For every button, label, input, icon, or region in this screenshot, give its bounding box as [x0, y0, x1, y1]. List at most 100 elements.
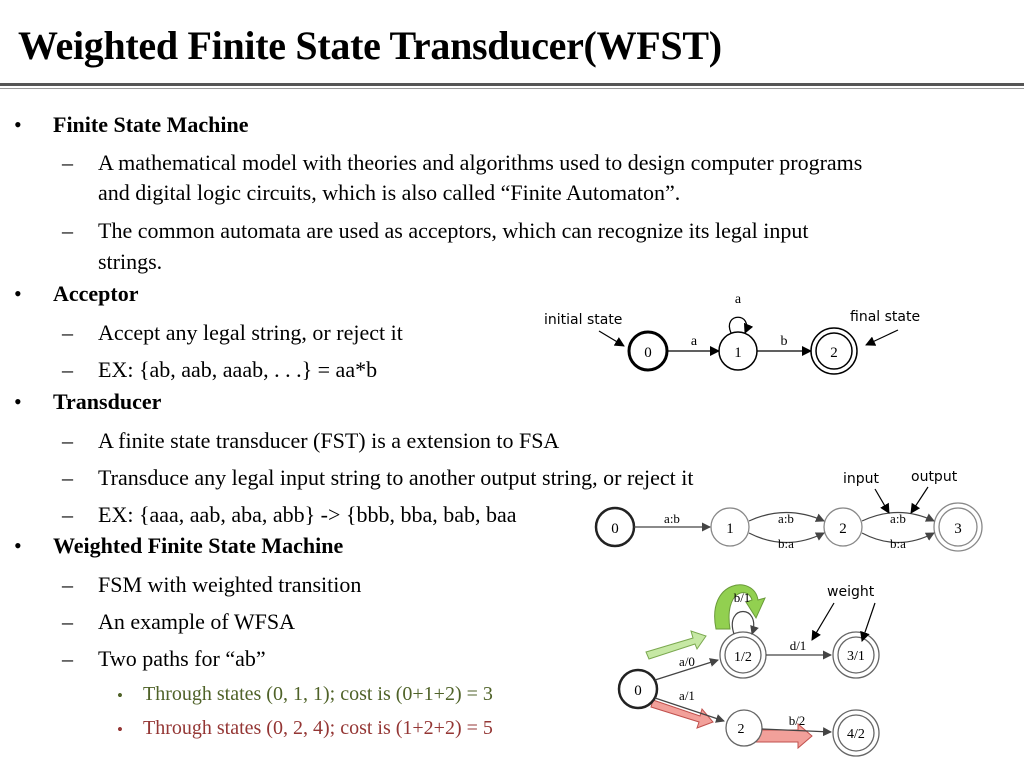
arc-label: b:a: [890, 536, 906, 551]
arc-label: d/1: [790, 638, 807, 653]
state-label: 1: [734, 345, 742, 361]
annotation-arrow: [874, 488, 890, 514]
state-3-inner: [938, 507, 978, 547]
heading-text: Finite State Machine: [53, 112, 249, 137]
item-text: and digital logic circuits, which is als…: [98, 180, 681, 205]
heading-text: Transducer: [53, 389, 162, 414]
annotation-arrow: [910, 486, 929, 514]
state-label: 0: [644, 345, 652, 361]
dash: –: [62, 320, 73, 345]
annotation-arrow: [598, 330, 625, 347]
bullet: •: [14, 112, 22, 137]
dash: –: [62, 428, 73, 453]
bullet: •: [14, 281, 22, 306]
dash: –: [62, 150, 73, 175]
title-divider: [0, 83, 1024, 86]
arc-label: b:a: [778, 536, 794, 551]
bullet: •: [117, 720, 123, 739]
wfsa-diagram: 0 1/2 2 3/1 4/2 a/0 a/1 b/1 d/1 b/2 weig…: [617, 584, 880, 757]
arc-a-0-2: [654, 697, 725, 723]
annotation-weight: weight: [827, 584, 875, 600]
item-text: EX: {ab, aab, aaab, . . .} = aa*b: [98, 357, 378, 382]
item-text: A mathematical model with theories and a…: [98, 150, 863, 175]
state-1-inner: [724, 636, 762, 674]
dash: –: [62, 465, 73, 490]
arc-2-3-b: [861, 532, 935, 543]
item-text: FSM with weighted transition: [98, 572, 362, 597]
arc-b-2-4: [761, 727, 832, 737]
state-label: 3: [954, 521, 962, 537]
heading-text: Weighted Finite State Machine: [53, 533, 344, 558]
state-label: 2: [738, 722, 745, 737]
arc-loop-a: [728, 316, 754, 334]
state-label: 0: [634, 683, 642, 699]
arc-label: b/1: [734, 590, 751, 605]
arc-label: a:b: [664, 511, 680, 526]
state-0: [617, 668, 659, 710]
dash: –: [62, 218, 73, 243]
item-text: Transduce any legal input string to anot…: [98, 465, 694, 490]
slide-title: Weighted Finite State Transducer(WFST): [18, 23, 722, 68]
dash: –: [62, 609, 73, 634]
state-4-outer: [832, 709, 880, 757]
state-label: 1/2: [734, 650, 752, 665]
state-1: [710, 507, 750, 547]
state-label: 2: [830, 345, 838, 361]
item-text: Two paths for “ab”: [98, 646, 266, 671]
annotation-final-state: final state: [850, 309, 920, 325]
dash: –: [62, 502, 73, 527]
annotation-input: input: [843, 471, 880, 487]
arc-a-0-1: [654, 658, 719, 681]
item-text: A finite state transducer (FST) is a ext…: [98, 428, 560, 453]
annotation-initial-state: initial state: [544, 312, 622, 328]
state-label: 3/1: [847, 649, 865, 664]
item-text: Accept any legal string, or reject it: [98, 320, 403, 345]
annotation-arrow: [865, 329, 899, 346]
dash: –: [62, 572, 73, 597]
annotation-arrow: [860, 602, 876, 642]
green-loop-highlight-arrow: [714, 584, 766, 630]
item-text: Through states (0, 2, 4); cost is (1+2+2…: [143, 717, 493, 739]
arc-label: b/2: [789, 713, 806, 728]
arc-label: a/0: [679, 654, 695, 669]
item-text: The common automata are used as acceptor…: [98, 218, 809, 243]
state-3-outer: [933, 502, 983, 552]
arc-label: a: [735, 292, 742, 307]
annotation-output: output: [911, 469, 958, 485]
state-label: 0: [611, 521, 619, 537]
arc-1-2-b: [748, 532, 825, 544]
title-divider-thin: [0, 88, 1024, 89]
arc-1-2-a: [748, 512, 825, 522]
heading-text: Acceptor: [53, 281, 139, 306]
arc-label: a: [691, 334, 698, 349]
bullet: •: [14, 389, 22, 414]
item-text: strings.: [98, 249, 163, 274]
green-path-arrow: [645, 630, 707, 660]
state-label: 2: [839, 521, 847, 537]
item-text: An example of WFSA: [98, 609, 295, 634]
item-text: Through states (0, 1, 1); cost is (0+1+2…: [143, 683, 493, 705]
transducer-diagram: 0 1 2 3 a:b a:b b:a a:b b:a input output: [594, 469, 983, 552]
state-label: 1: [726, 521, 734, 537]
arc-label: a:b: [778, 511, 794, 526]
red-path-arrow: [650, 699, 714, 729]
state-3-inner: [837, 636, 875, 674]
arc-label: a/1: [679, 688, 695, 703]
state-2: [725, 709, 763, 747]
dash: –: [62, 646, 73, 671]
dash: –: [62, 357, 73, 382]
arc-label: a:b: [890, 511, 906, 526]
acceptor-diagram: 0 1 2 a a b initial state final state: [544, 292, 920, 375]
state-2-inner: [815, 332, 853, 370]
state-label: 4/2: [847, 727, 865, 742]
bullet: •: [14, 533, 22, 558]
bullet: •: [117, 686, 123, 705]
state-3-outer: [832, 631, 880, 679]
item-text: EX: {aaa, aab, aba, abb} -> {bbb, bba, b…: [98, 502, 517, 527]
arc-loop-b: [731, 611, 759, 635]
annotation-arrow: [811, 602, 835, 641]
state-4-inner: [837, 714, 875, 752]
arc-2-3-a: [861, 512, 935, 522]
arc-label: b: [781, 334, 788, 349]
